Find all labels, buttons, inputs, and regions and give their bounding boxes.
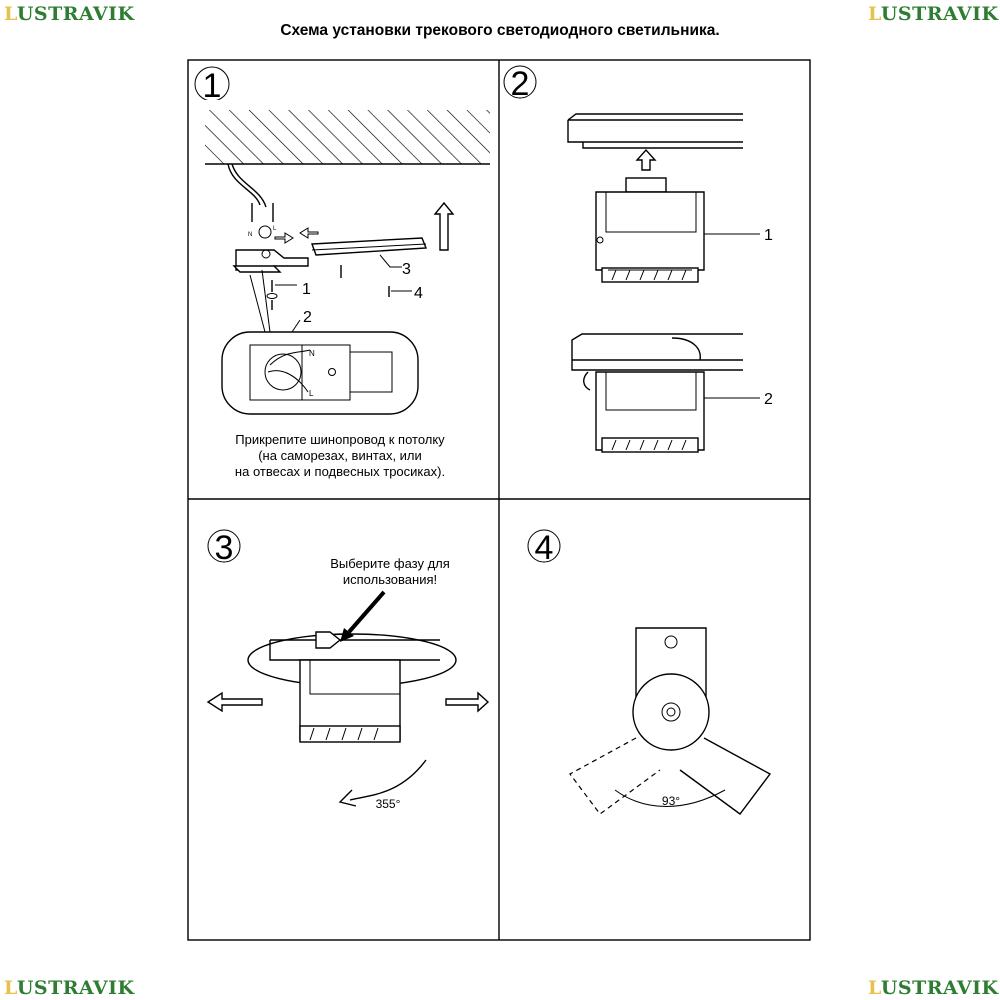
- panel-grid: [187, 59, 811, 941]
- phase-callout-line-1: Выберите фазу для: [330, 556, 450, 571]
- step-number-2: 2: [511, 65, 530, 103]
- svg-text:L: L: [273, 226, 277, 232]
- luminaire-body: [595, 191, 705, 271]
- svg-text:L: L: [309, 389, 314, 398]
- rotate-355-arrow-icon: [338, 759, 427, 807]
- angle-label-355: 355°: [376, 797, 401, 811]
- right-arrow-icon: [445, 691, 490, 713]
- ground-icon: [258, 225, 272, 239]
- caption-line-2: (на саморезах, винтах, или: [258, 448, 422, 463]
- logo-top-right: LUSTRAVIK: [868, 3, 999, 25]
- diagram-title: Схема установки трекового светодиодного …: [280, 22, 720, 39]
- svg-text:N: N: [309, 349, 315, 358]
- angle-label-93: 93°: [662, 794, 680, 808]
- up-arrow-icon: [433, 201, 455, 251]
- part-label-4: 4: [414, 285, 423, 302]
- pivot-joint: [632, 673, 710, 751]
- logo-bottom-right: LUSTRAVIK: [868, 977, 999, 999]
- logo-top-left: LUSTRAVIK: [4, 3, 135, 25]
- luminaire-position-left: [569, 737, 661, 815]
- panel-4: 4 93°: [527, 529, 772, 815]
- caption-line-3: на отвесах и подвесных тросиках).: [235, 464, 445, 479]
- caption-line-1: Прикрепите шинопровод к потолку: [235, 432, 445, 447]
- up-arrow-icon: [635, 148, 657, 171]
- luminaire-body-installed: [595, 371, 705, 451]
- luminaire-position-right: [679, 737, 772, 815]
- panel-1: 1 N L 1 2 3 4 N L: [194, 66, 495, 479]
- phase-callout-line-2: использования!: [343, 572, 437, 587]
- part-label-2: 2: [764, 391, 773, 408]
- step-number-1: 1: [203, 67, 222, 105]
- part-label-1: 1: [764, 227, 773, 244]
- step-number-4: 4: [535, 529, 554, 567]
- svg-text:N: N: [248, 232, 252, 238]
- part-label-2: 2: [303, 309, 312, 326]
- part-label-1: 1: [302, 281, 311, 298]
- left-arrow-icon: [206, 691, 263, 713]
- ceiling-hatch: [205, 108, 490, 164]
- detail-callout: [221, 331, 419, 415]
- rotate-arrow-icon: [671, 337, 701, 361]
- panel-2: 2 1 2: [503, 65, 773, 453]
- logo-bottom-left: LUSTRAVIK: [4, 977, 135, 999]
- pointer-arrow-icon: [340, 628, 354, 642]
- step-number-3: 3: [215, 529, 234, 567]
- track-rail: [567, 113, 743, 149]
- part-label-3: 3: [402, 261, 411, 278]
- panel-3: 3 Выберите фазу для использования! 355°: [206, 529, 490, 811]
- ceiling-wire: [227, 163, 267, 208]
